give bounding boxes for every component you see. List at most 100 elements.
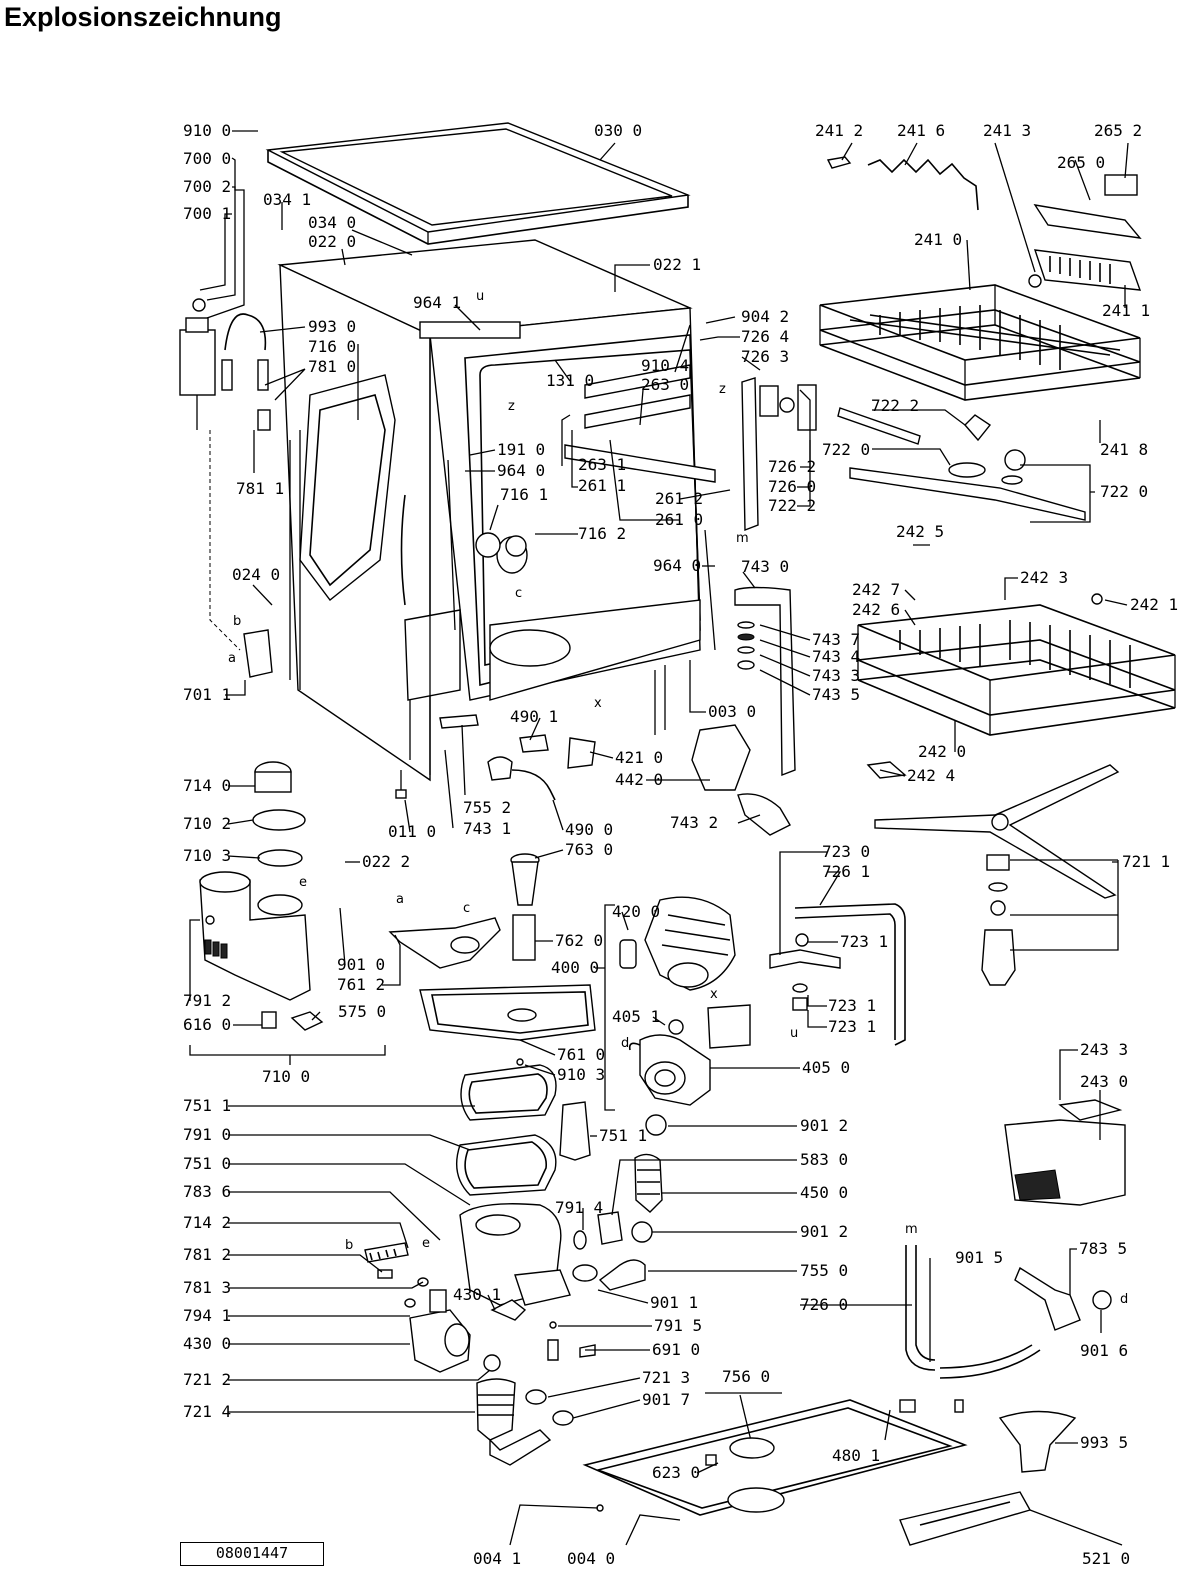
marker-a-b: a	[396, 892, 404, 907]
part-label: 242 5	[896, 522, 944, 541]
part-label: 723 1	[828, 1017, 876, 1036]
part-label: 743 4	[812, 647, 860, 666]
part-label: 743 7	[812, 630, 860, 649]
part-label: 004 1	[473, 1549, 521, 1568]
marker-e-b: e	[422, 1236, 430, 1251]
part-label: 761 0	[557, 1045, 605, 1064]
part-label: 265 0	[1057, 153, 1105, 172]
marker-u-b: u	[790, 1026, 798, 1041]
part-label: 480 1	[832, 1446, 880, 1465]
part-label: 700 2	[183, 177, 231, 196]
part-label: 714 2	[183, 1213, 231, 1232]
part-label: 024 0	[232, 565, 280, 584]
water-softener-drawing	[199, 761, 324, 1031]
lower-spray-arm-drawing	[874, 764, 1120, 986]
part-label: 263 1	[578, 455, 626, 474]
part-label: 242 3	[1020, 568, 1068, 587]
part-label: 242 4	[907, 766, 955, 785]
part-label: 910 4	[641, 356, 689, 375]
part-label: 726 3	[741, 347, 789, 366]
part-label: 755 0	[800, 1261, 848, 1280]
marker-z-a: z	[508, 399, 515, 414]
part-label: 261 0	[655, 510, 703, 529]
part-label: 716 0	[308, 337, 356, 356]
part-label: 721 2	[183, 1370, 231, 1389]
part-label: 781 3	[183, 1278, 231, 1297]
part-label: 901 7	[642, 1390, 690, 1409]
part-label: 243 0	[1080, 1072, 1128, 1091]
part-label: 910 0	[183, 121, 231, 140]
cabinet-housing-drawing	[277, 239, 716, 782]
marker-c-a: c	[515, 586, 522, 601]
part-label: 022 2	[362, 852, 410, 871]
part-label: 003 0	[708, 702, 756, 721]
marker-m-a: m	[736, 531, 749, 546]
leader-lines	[189, 130, 1129, 1546]
part-label: 421 0	[615, 748, 663, 767]
part-label: 743 1	[463, 819, 511, 838]
upper-spray-arm-drawing	[837, 407, 1086, 521]
part-label: 243 3	[1080, 1040, 1128, 1059]
part-label: 420 0	[612, 902, 660, 921]
part-label: 722 0	[822, 440, 870, 459]
part-label: 034 0	[308, 213, 356, 232]
part-label: 616 0	[183, 1015, 231, 1034]
part-label: 241 3	[983, 121, 1031, 140]
marker-d-a: d	[621, 1036, 629, 1051]
filter-drawing	[388, 853, 596, 1041]
part-label: 721 1	[1122, 852, 1170, 871]
marker-a-a: a	[228, 651, 236, 666]
part-label: 964 1	[413, 293, 461, 312]
part-label: 901 1	[650, 1293, 698, 1312]
drain-pump-drawing	[364, 1242, 596, 1466]
part-label: 242 1	[1130, 595, 1178, 614]
part-label: 430 1	[453, 1285, 501, 1304]
part-label: 722 2	[768, 496, 816, 515]
electrical-parts-drawing	[395, 714, 596, 801]
part-label: 242 7	[852, 580, 900, 599]
marker-e-a: e	[299, 875, 307, 890]
part-label: 450 0	[800, 1183, 848, 1202]
supply-pipe-drawing	[769, 903, 906, 1046]
part-label: 794 1	[183, 1306, 231, 1325]
document-number-box: 08001447	[180, 1542, 324, 1566]
part-label: 241 1	[1102, 301, 1150, 320]
part-label: 726 1	[822, 862, 870, 881]
part-label: 901 2	[800, 1222, 848, 1241]
part-label: 490 0	[565, 820, 613, 839]
part-label: 700 1	[183, 204, 231, 223]
part-label: 791 0	[183, 1125, 231, 1144]
part-label: 763 0	[565, 840, 613, 859]
part-label: 901 0	[337, 955, 385, 974]
heater-element-drawing	[572, 1114, 667, 1291]
part-label: 791 4	[555, 1198, 603, 1217]
page-title: Explosionszeichnung	[4, 2, 282, 32]
part-label: 405 0	[802, 1058, 850, 1077]
marker-c-b: c	[463, 901, 470, 916]
part-label: 022 1	[653, 255, 701, 274]
part-label: 723 0	[822, 842, 870, 861]
part-label: 261 1	[578, 476, 626, 495]
part-label: 710 2	[183, 814, 231, 833]
part-label: 011 0	[388, 822, 436, 841]
part-label: 716 1	[500, 485, 548, 504]
part-drawings	[179, 122, 1176, 1546]
part-label: 743 3	[812, 666, 860, 685]
marker-b-a: b	[233, 614, 241, 629]
part-label: 716 2	[578, 524, 626, 543]
door-seal-and-hinges-drawing	[691, 377, 817, 836]
worktop-lid-drawing	[265, 122, 691, 245]
part-label: 791 5	[654, 1316, 702, 1335]
part-label: 726 0	[800, 1295, 848, 1314]
part-label: 751 1	[599, 1126, 647, 1145]
part-label: 242 6	[852, 600, 900, 619]
part-label: 575 0	[338, 1002, 386, 1021]
part-label: 030 0	[594, 121, 642, 140]
marker-z-b: z	[719, 382, 726, 397]
part-label: 710 0	[262, 1067, 310, 1086]
part-label: 241 8	[1100, 440, 1148, 459]
part-label: 623 0	[652, 1463, 700, 1482]
part-label: 783 6	[183, 1182, 231, 1201]
part-label: 242 0	[918, 742, 966, 761]
